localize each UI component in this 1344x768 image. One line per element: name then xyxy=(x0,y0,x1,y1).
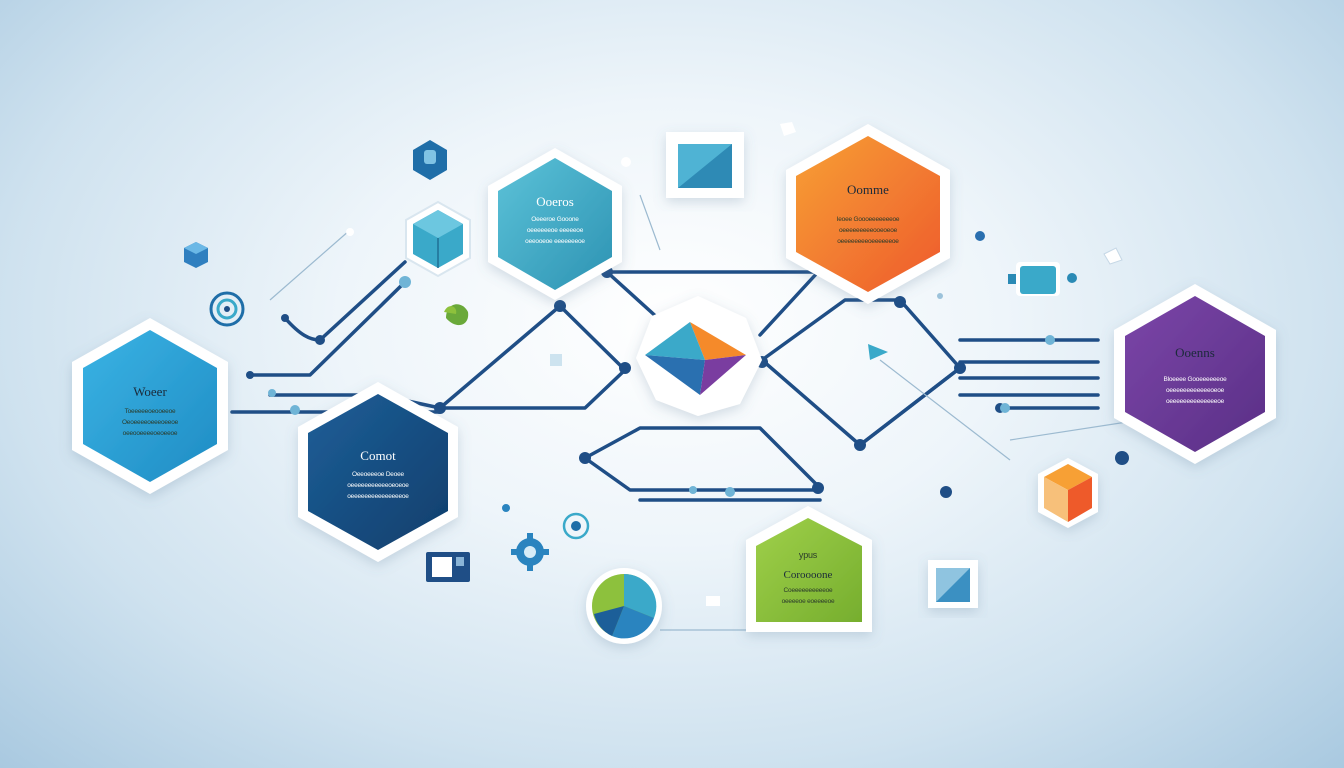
blue-cube-icon xyxy=(184,242,208,268)
hex-title: Woeer xyxy=(133,384,167,399)
gear-cube-icon xyxy=(413,140,447,180)
hex-line: oeeeeoe eoeeeeoe xyxy=(782,598,835,605)
gear-icon xyxy=(511,533,549,571)
hex-line: Oeeoeeeoe Deoee xyxy=(352,471,405,478)
hex-title: Ooeros xyxy=(536,194,574,209)
target-icon xyxy=(209,291,245,327)
hex-line: oeeeeeeeeeeeeeeoe xyxy=(1166,398,1225,405)
hex-line: oeeeeeeeeeeeeoeoe xyxy=(1166,387,1225,394)
hex-line: oeeooeeeeoeoeeoe xyxy=(123,430,178,437)
square-tile-icon xyxy=(666,132,744,198)
hex-node-ooeros[interactable]: Ooeros Oeeeroe Gooone oeeeeeeoe eeeeeoe … xyxy=(488,148,622,300)
node-badge: ypus xyxy=(799,550,818,560)
orange-cube-icon xyxy=(1038,458,1098,528)
pentagon-node-coroooone[interactable]: ypus Coroooone Coeeeeeeeeeeoe oeeeeoe eo… xyxy=(746,506,872,632)
hex-node-oomme[interactable]: Oomme Ieoee Goooeeeeeeeoe oeeeeeeeeeooeo… xyxy=(786,124,950,304)
hex-line: oeeeeeeoe eeeeeoe xyxy=(527,227,584,234)
device-icon xyxy=(1008,262,1077,296)
hex-title: Oomme xyxy=(847,182,889,197)
hex-node-ooenns[interactable]: Ooenns Bloeeee Gooeeeeeeoe oeeeeeeeeeeee… xyxy=(1114,284,1276,464)
hex-line: oeeeeeeeeeeeeeeeoe xyxy=(347,493,409,500)
hex-line: oeeeeeeeeeooeoeoe xyxy=(839,227,898,234)
hex-line: Coeeeeeeeeeeoe xyxy=(784,587,833,594)
connector-light-dots xyxy=(268,276,1055,497)
hex-line: Toeeeeeoeooeeoe xyxy=(125,408,176,415)
pie-chart-icon xyxy=(586,568,662,644)
thin-lines xyxy=(269,194,1141,631)
diamond-gem-icon[interactable] xyxy=(636,296,762,416)
hex-line: oeeeeeeeeeeeoeoeoe xyxy=(347,482,409,489)
swirl-icon xyxy=(562,512,590,540)
hex-line: Oeeeroe Gooone xyxy=(531,216,579,223)
hex-title: Comot xyxy=(360,448,396,463)
hex-line: oeeeeeeeeoeeeeeeoe xyxy=(837,238,899,245)
hex-line: Ieoee Goooeeeeeeeoe xyxy=(837,216,900,223)
hex-line: Bloeeee Gooeeeeeeoe xyxy=(1163,376,1227,383)
shield-cube-icon xyxy=(405,200,471,278)
hex-title: Ooenns xyxy=(1175,345,1215,360)
leaf-icon xyxy=(444,304,469,326)
tile-icon xyxy=(928,560,978,608)
connector-lines xyxy=(230,260,1100,502)
hex-node-woeer[interactable]: Woeer Toeeeeeoeooeeoe Oeoeeeeoeeeoeeoe o… xyxy=(72,318,228,494)
hex-line: Oeoeeeeoeeeoeeoe xyxy=(122,419,179,426)
hex-line: oeeooeoe eeeeeeeoe xyxy=(525,238,585,245)
hex-title: Coroooone xyxy=(784,569,833,581)
connector-nodes xyxy=(246,266,1005,494)
monitor-icon xyxy=(426,552,470,582)
decorative-specks xyxy=(346,122,1129,606)
hex-node-comot[interactable]: Comot Oeeoeeeoe Deoee oeeeeeeeeeeeoeoeoe… xyxy=(298,382,458,562)
